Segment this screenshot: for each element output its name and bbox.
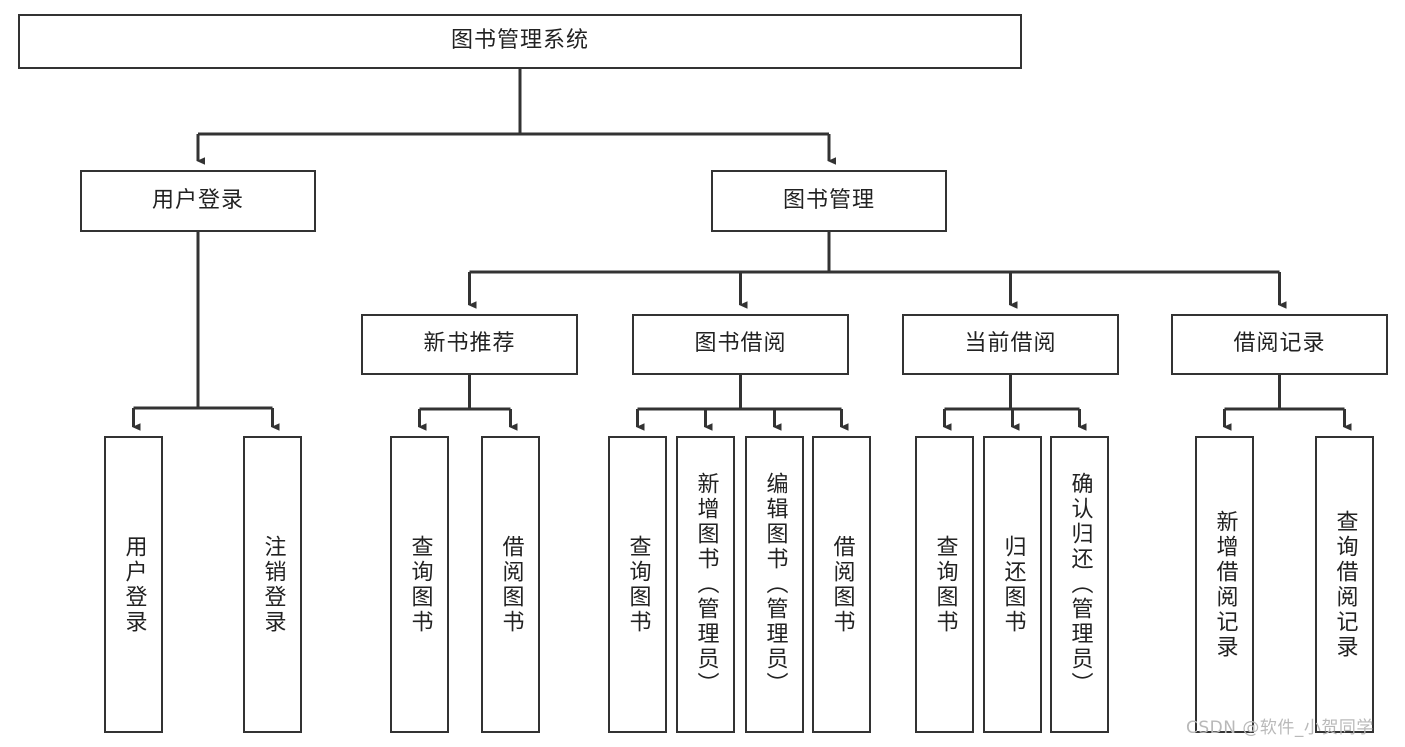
node-label: 查询图书 <box>407 534 433 635</box>
leaf-node-查询图书-4[interactable]: 查询图书 <box>608 436 667 733</box>
node-label: 查询图书 <box>932 534 958 635</box>
leaf-node-借阅图书-7[interactable]: 借阅图书 <box>812 436 871 733</box>
leaf-node-借阅图书-3[interactable]: 借阅图书 <box>481 436 540 733</box>
leaf-node-编辑图书管理员-6[interactable]: 编辑图书（管理员） <box>745 436 804 733</box>
node-label: 新书推荐 <box>423 331 516 357</box>
node-label: 当前借阅 <box>964 331 1057 357</box>
level2-node-用户登录-0[interactable]: 用户登录 <box>80 170 316 232</box>
leaf-node-查询图书-8[interactable]: 查询图书 <box>915 436 974 733</box>
watermark-text: CSDN @软件_小贺同学 <box>1186 718 1374 738</box>
leaf-node-确认归还管理员-10[interactable]: 确认归还（管理员） <box>1050 436 1109 733</box>
node-label: 归还图书 <box>1000 534 1026 635</box>
node-label: 借阅图书 <box>498 534 524 635</box>
node-label: 查询借阅记录 <box>1332 509 1358 660</box>
level3-node-新书推荐-0[interactable]: 新书推荐 <box>361 314 578 375</box>
node-label: 图书管理系统 <box>450 28 589 54</box>
node-label: 图书管理 <box>782 187 875 213</box>
node-label: 新增借阅记录 <box>1212 509 1238 660</box>
level3-node-借阅记录-3[interactable]: 借阅记录 <box>1171 314 1388 375</box>
node-label: 用户登录 <box>151 187 244 213</box>
leaf-node-新增图书管理员-5[interactable]: 新增图书（管理员） <box>676 436 735 733</box>
node-label: 用户登录 <box>121 534 147 635</box>
leaf-node-注销登录-1[interactable]: 注销登录 <box>243 436 302 733</box>
leaf-node-查询图书-2[interactable]: 查询图书 <box>390 436 449 733</box>
node-label: 新增图书（管理员） <box>693 472 719 697</box>
node-label: 借阅记录 <box>1233 331 1326 357</box>
root-node-图书管理系统[interactable]: 图书管理系统 <box>18 14 1022 69</box>
node-label: 图书借阅 <box>694 331 787 357</box>
node-label: 查询图书 <box>625 534 651 635</box>
level3-node-当前借阅-2[interactable]: 当前借阅 <box>902 314 1119 375</box>
node-label: 借阅图书 <box>829 534 855 635</box>
leaf-node-用户登录-0[interactable]: 用户登录 <box>104 436 163 733</box>
leaf-node-查询借阅记录-12[interactable]: 查询借阅记录 <box>1315 436 1374 733</box>
leaf-node-新增借阅记录-11[interactable]: 新增借阅记录 <box>1195 436 1254 733</box>
node-label: 确认归还（管理员） <box>1067 472 1093 697</box>
level3-node-图书借阅-1[interactable]: 图书借阅 <box>632 314 849 375</box>
node-label: 编辑图书（管理员） <box>762 472 788 697</box>
leaf-node-归还图书-9[interactable]: 归还图书 <box>983 436 1042 733</box>
node-label: 注销登录 <box>260 534 286 635</box>
level2-node-图书管理-1[interactable]: 图书管理 <box>711 170 947 232</box>
